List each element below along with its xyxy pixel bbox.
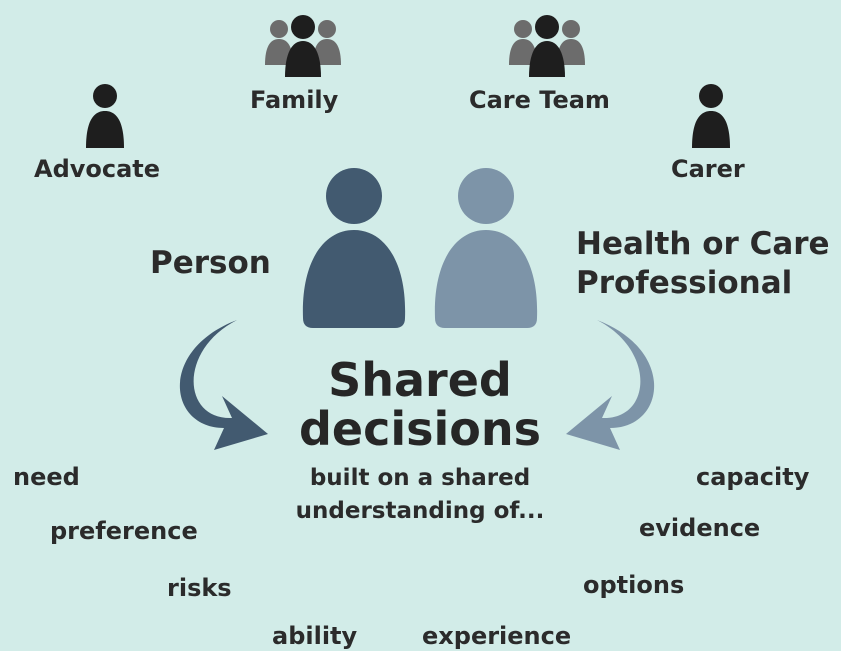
family-group-icon bbox=[265, 15, 341, 77]
term-need: need bbox=[13, 463, 80, 491]
term-preference: preference bbox=[50, 517, 198, 545]
professional-arrow bbox=[566, 320, 655, 450]
professional-label-line1: Health or Care bbox=[576, 226, 830, 262]
carer-person-icon bbox=[692, 84, 730, 148]
shared-understanding-subtitle: built on a shared understanding of... bbox=[270, 462, 570, 527]
shared-decisions-title: Shared decisions bbox=[270, 353, 570, 457]
term-options: options bbox=[583, 571, 685, 599]
care-team-group-icon bbox=[509, 15, 585, 77]
professional-figure-icon bbox=[434, 168, 538, 328]
care-team-label: Care Team bbox=[469, 86, 610, 114]
term-risks: risks bbox=[167, 574, 232, 602]
title-line2: decisions bbox=[298, 402, 542, 457]
advocate-label: Advocate bbox=[34, 155, 161, 183]
subtitle-line1: built on a shared bbox=[309, 465, 531, 491]
professional-label: Health or Care Professional bbox=[576, 225, 830, 304]
title-line1: Shared bbox=[328, 353, 512, 407]
person-arrow bbox=[179, 320, 268, 450]
subtitle-line2: understanding of... bbox=[295, 497, 545, 524]
professional-label-line2: Professional bbox=[576, 265, 793, 302]
advocate-person-icon bbox=[86, 84, 124, 148]
family-label: Family bbox=[250, 86, 339, 114]
person-label: Person bbox=[150, 245, 271, 281]
term-ability: ability bbox=[272, 622, 358, 650]
person-figure-icon bbox=[302, 168, 406, 328]
term-evidence: evidence bbox=[639, 514, 761, 542]
term-capacity: capacity bbox=[696, 463, 810, 491]
term-experience: experience bbox=[422, 622, 572, 650]
carer-label: Carer bbox=[671, 155, 745, 183]
